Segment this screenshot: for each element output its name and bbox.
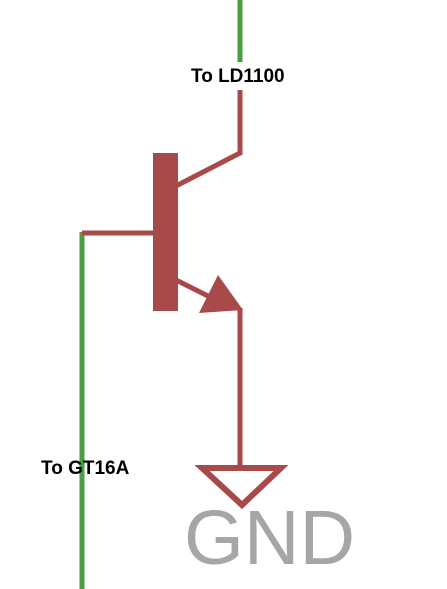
emitter-arrow-icon	[199, 275, 243, 313]
collector-diagonal	[174, 150, 242, 189]
ground-symbol-icon	[194, 465, 289, 510]
collector-net-label: To LD1100	[191, 66, 285, 87]
base-net-label: To GT16A	[41, 458, 130, 479]
transistor-base-bar	[153, 153, 178, 311]
ground-label: GND	[184, 495, 356, 581]
